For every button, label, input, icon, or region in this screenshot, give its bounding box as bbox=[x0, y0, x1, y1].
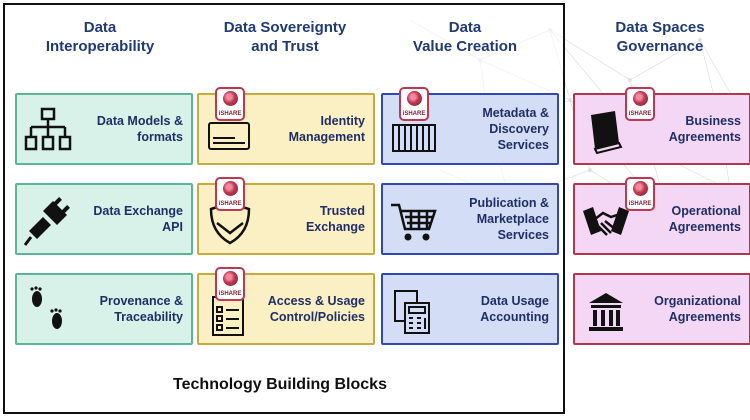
block-business-agreements[interactable]: iSHARE Business Agreements bbox=[573, 87, 750, 165]
institution-icon bbox=[589, 293, 623, 331]
block-data-usage-accounting[interactable]: Data Usage Accounting bbox=[381, 273, 559, 345]
block-publication-marketplace[interactable]: Publication & Marketplace Services bbox=[381, 183, 559, 255]
block-label: Data Models & formats bbox=[96, 114, 183, 144]
block-label: Business Agreements bbox=[668, 114, 741, 144]
block-metadata-discovery[interactable]: iSHARE Metadata & Discovery Services bbox=[381, 87, 559, 165]
block-identity-management[interactable]: iSHARE Identity Management bbox=[197, 87, 375, 165]
heading-data-sovereignty: Data Sovereignty and Trust bbox=[223, 19, 347, 55]
footer-title: Technology Building Blocks bbox=[173, 376, 387, 393]
block-trusted-exchange[interactable]: iSHARE Trusted Exchange bbox=[197, 177, 375, 255]
block-label: Access & Usage Control/Policies bbox=[267, 294, 365, 324]
ishare-badge: iSHARE bbox=[625, 87, 655, 121]
shopping-cart-icon bbox=[391, 203, 437, 241]
block-label: Trusted Exchange bbox=[305, 204, 365, 234]
ishare-badge: iSHARE bbox=[215, 267, 245, 301]
footprints-icon bbox=[30, 286, 62, 329]
block-operational-agreements[interactable]: iSHARE Operational Agreements bbox=[573, 177, 750, 255]
block-label: Identity Management bbox=[288, 114, 365, 144]
block-label: Metadata & Discovery Services bbox=[482, 106, 549, 152]
fingerprint-card-icon bbox=[208, 122, 250, 150]
block-label: Publication & Marketplace Services bbox=[469, 196, 549, 242]
block-label: Data Exchange API bbox=[93, 204, 183, 234]
shield-icon bbox=[209, 201, 251, 245]
handshake-icon bbox=[583, 207, 629, 236]
block-data-exchange-api[interactable]: Data Exchange API bbox=[15, 183, 193, 255]
block-label: Organizational Agreements bbox=[654, 294, 741, 324]
calculator-icon bbox=[394, 290, 430, 334]
hierarchy-icon bbox=[24, 107, 72, 151]
block-provenance[interactable]: Provenance & Traceability bbox=[15, 273, 193, 345]
heading-data-spaces-governance: Data Spaces Governance bbox=[615, 19, 705, 55]
block-data-models[interactable]: Data Models & formats bbox=[15, 93, 193, 165]
ishare-badge: iSHARE bbox=[215, 87, 245, 121]
block-label: Data Usage Accounting bbox=[480, 294, 549, 324]
ishare-badge: iSHARE bbox=[399, 87, 429, 121]
catalog-icon bbox=[392, 124, 436, 152]
ishare-badge: iSHARE bbox=[215, 177, 245, 211]
ishare-badge: iSHARE bbox=[625, 177, 655, 211]
block-organizational-agreements[interactable]: Organizational Agreements bbox=[573, 273, 750, 345]
block-label: Provenance & Traceability bbox=[99, 294, 183, 324]
book-icon bbox=[591, 111, 623, 155]
heading-data-value-creation: Data Value Creation bbox=[412, 19, 518, 55]
heading-data-interoperability: Data Interoperability bbox=[45, 19, 155, 55]
block-access-usage-control[interactable]: iSHARE Access & Usage Control/Policies bbox=[197, 267, 375, 345]
plug-icon bbox=[23, 197, 70, 246]
block-label: Operational Agreements bbox=[668, 204, 741, 234]
